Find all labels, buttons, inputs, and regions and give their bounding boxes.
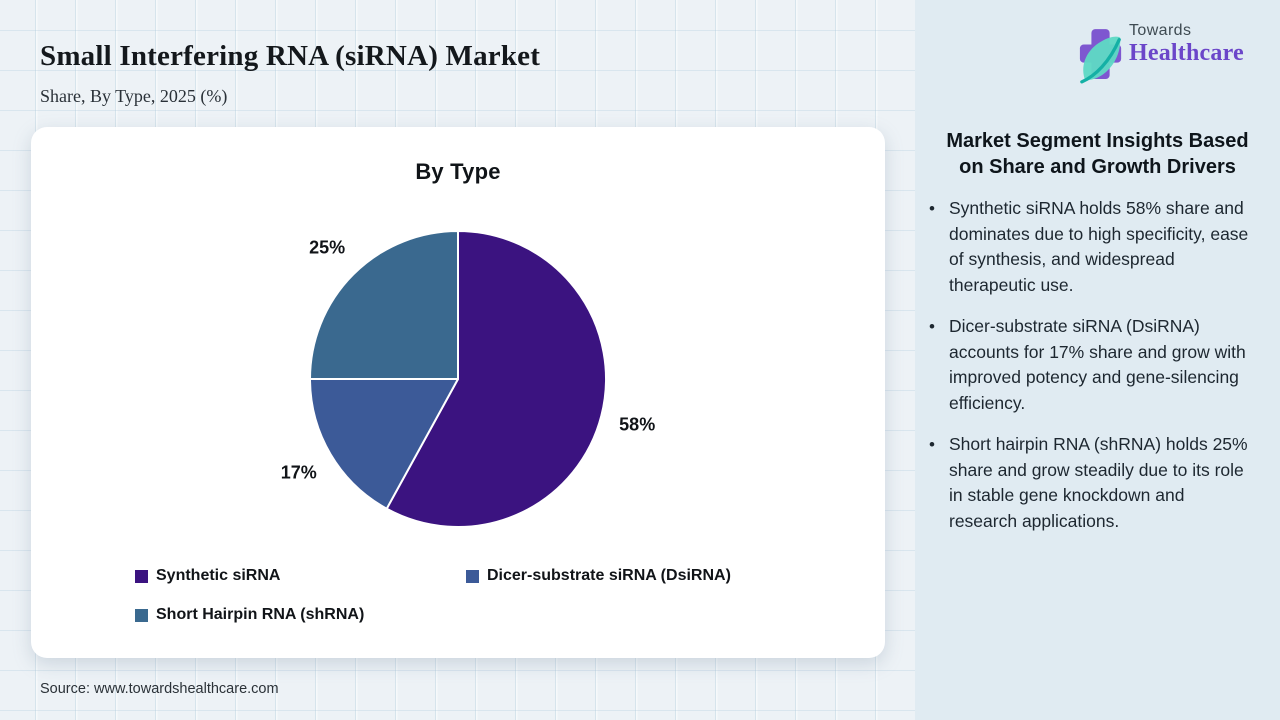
page-subtitle: Share, By Type, 2025 (%) <box>40 86 228 106</box>
source-line: Source: www.towardshealthcare.com <box>40 681 279 697</box>
insight-bullet: • Synthetic siRNA holds 58% share and dom… <box>929 196 1256 298</box>
insight-bullet: • Short hairpin RNA (shRNA) holds 25% sha… <box>929 432 1256 534</box>
legend-label: Dicer-substrate siRNA (DsiRNA) <box>487 567 731 584</box>
bullet-dot-icon: • <box>929 199 935 218</box>
legend-item: Dicer-substrate siRNA (DsiRNA) <box>466 567 731 585</box>
chart-title: By Type <box>415 159 501 184</box>
bullet-dot-icon: • <box>929 317 935 336</box>
sidebar-heading: Market Segment Insights Based on Share a… <box>946 130 1249 178</box>
legend-label: Synthetic siRNA <box>156 567 281 584</box>
pie-value-label: 17% <box>280 462 317 483</box>
pie-slice <box>309 378 459 510</box>
logo-text-healthcare: Healthcare <box>1129 40 1244 66</box>
chart-card: By Type 58% 17% 25% Synthetic siRNA Dicer-s… <box>31 127 885 658</box>
chart-legend: Synthetic siRNA Dicer-substrate siRNA (Ds… <box>135 567 731 624</box>
legend-label: Short Hairpin RNA (shRNA) <box>156 606 365 623</box>
legend-swatch-icon <box>135 569 148 583</box>
pie-slice <box>309 230 459 380</box>
pie-chart <box>309 230 607 528</box>
pie-value-label: 58% <box>619 414 656 435</box>
legend-swatch-icon <box>135 608 148 622</box>
sidebar-bullet-list: • Synthetic siRNA holds 58% share and dom… <box>929 196 1256 534</box>
insights-sidebar: Market Segment Insights Based on Share a… <box>915 0 1280 720</box>
healthcare-cross-leaf-icon <box>1079 29 1122 84</box>
bullet-text: Synthetic siRNA holds 58% share and domi… <box>949 198 1249 295</box>
insight-bullet: • Dicer-substrate siRNA (DsiRNA) accounts… <box>929 314 1256 416</box>
right-panel-background <box>915 0 1280 720</box>
bullet-text: Short hairpin RNA (shRNA) holds 25% shar… <box>949 434 1248 531</box>
legend-item: Synthetic siRNA <box>135 567 466 585</box>
towards-healthcare-logo: Towards Healthcare <box>1078 22 1244 84</box>
page-title: Small Interfering RNA (siRNA) Market <box>40 40 541 72</box>
logo-text-towards: Towards <box>1129 22 1192 39</box>
bullet-dot-icon: • <box>929 435 935 454</box>
bullet-text: Dicer-substrate siRNA (DsiRNA) accounts … <box>949 316 1246 413</box>
legend-item: Short Hairpin RNA (shRNA) <box>135 606 466 624</box>
pie-value-label: 25% <box>309 237 346 258</box>
legend-swatch-icon <box>466 569 479 583</box>
pie-slice <box>385 230 607 528</box>
